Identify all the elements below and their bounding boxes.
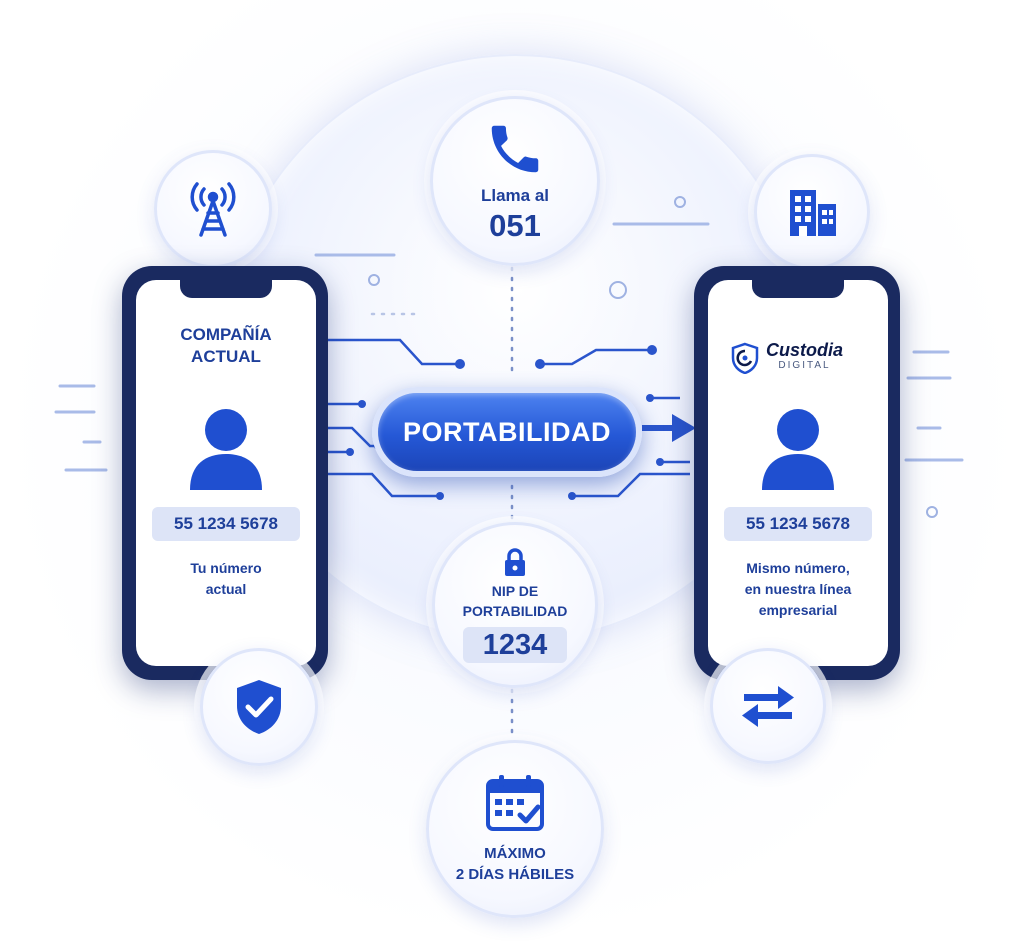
phone-notch [180, 280, 272, 298]
carrier-badge [154, 150, 272, 268]
custodia-logo: Custodia DIGITAL [730, 340, 844, 374]
swap-badge [710, 648, 826, 764]
office-building-icon [790, 190, 836, 236]
call-label: Llama al [480, 186, 550, 205]
call-number: 051 [489, 208, 541, 243]
antenna-tower-icon [190, 182, 236, 237]
swap-arrows-icon [742, 686, 794, 727]
ported-number: 55 1234 5678 [724, 507, 872, 541]
lock-icon [505, 548, 525, 576]
deadline-line: MÁXIMO [484, 845, 546, 862]
current-number: 55 1234 5678 [152, 507, 300, 541]
ported-number-caption: Mismo número, en nuestra línea empresari… [708, 558, 888, 621]
phone-icon [491, 125, 539, 173]
new-carrier-phone: Custodia DIGITAL 55 1234 5678 Mismo núme… [694, 266, 900, 680]
logo-name: Custodia [766, 340, 844, 360]
phone-screen: Custodia DIGITAL 55 1234 5678 Mismo núme… [708, 280, 888, 666]
deadline-badge: MÁXIMO 2 DÍAS HÁBILES [426, 740, 604, 918]
current-carrier-phone: COMPAÑÍA ACTUAL 55 1234 5678 Tu número a… [122, 266, 328, 680]
shield-logo-icon [731, 342, 759, 374]
title-line: COMPAÑÍA [180, 325, 272, 344]
calendar-check-icon [486, 775, 544, 831]
deadline-line: 2 DÍAS HÁBILES [455, 866, 575, 883]
caption-line: empresarial [758, 602, 838, 618]
current-number-caption: Tu número actual [136, 558, 316, 600]
nip-badge: NIP DE PORTABILIDAD 1234 [432, 522, 598, 688]
portabilidad-pill: PORTABILIDAD [372, 387, 642, 477]
deadline-label: MÁXIMO 2 DÍAS HÁBILES [456, 843, 574, 885]
title-line: ACTUAL [191, 347, 261, 366]
nip-label: NIP DE PORTABILIDAD [463, 581, 568, 621]
user-avatar-icon [190, 409, 262, 490]
nip-label-line: NIP DE [491, 583, 539, 599]
business-badge [754, 154, 870, 270]
current-carrier-title: COMPAÑÍA ACTUAL [136, 324, 316, 368]
nip-value: 1234 [463, 627, 567, 663]
nip-label-line: PORTABILIDAD [462, 603, 568, 619]
caption-line: Tu número [190, 560, 262, 576]
caption-line: Mismo número, [746, 560, 850, 576]
phone-screen: COMPAÑÍA ACTUAL 55 1234 5678 Tu número a… [136, 280, 316, 666]
caption-line: actual [205, 581, 247, 597]
phone-notch [752, 280, 844, 298]
shield-check-icon [237, 680, 281, 734]
user-avatar-icon [762, 409, 834, 490]
caption-line: en nuestra línea [744, 581, 852, 597]
security-badge [200, 648, 318, 766]
logo-sub: DIGITAL [778, 360, 831, 371]
call-badge: Llama al 051 [430, 96, 600, 266]
